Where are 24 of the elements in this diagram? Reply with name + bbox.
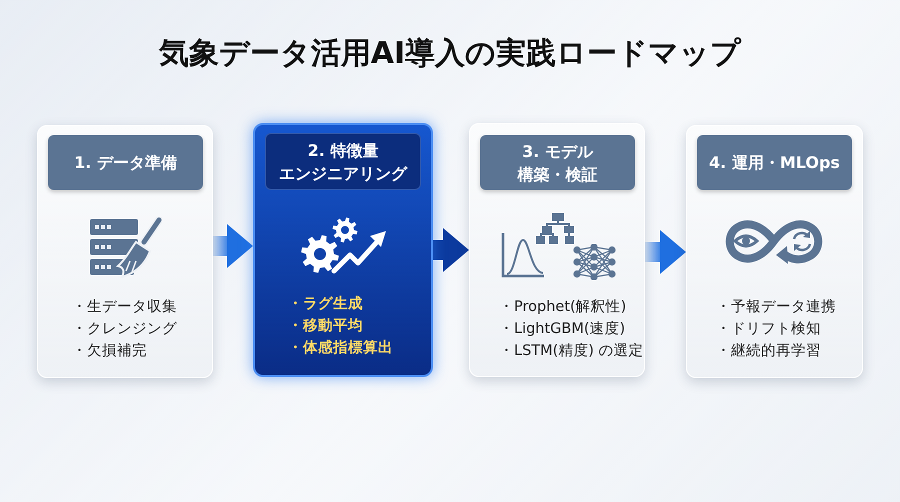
bullet-item: ・LightGBM(速度) [499, 320, 626, 339]
title: 気象データ活用AI導入の実践ロードマップ [158, 35, 742, 73]
arrow [645, 230, 686, 274]
bullet-item: ・クレンジング [72, 320, 177, 339]
bullet-item: ・生データ収集 [72, 298, 177, 317]
step-card [686, 125, 863, 378]
arrow [213, 224, 253, 268]
bullet-item: ・Prophet(解釈性) [499, 298, 626, 317]
bullet-item: ・欠損補完 [72, 342, 147, 361]
arrow [433, 228, 469, 272]
bullet-item: ・予報データ連携 [716, 298, 836, 317]
step-card [253, 123, 433, 377]
step-header: 4. 運用・MLOps [697, 135, 852, 190]
step-card [469, 123, 645, 377]
step-header: 1. データ準備 [48, 135, 203, 190]
step-header: 2. 特徴量エンジニアリング [265, 133, 421, 190]
bullet-item: ・体感指標算出 [288, 338, 393, 358]
bullet-item: ・ラグ生成 [288, 294, 363, 314]
step-card [37, 125, 213, 378]
bullet-item: ・移動平均 [288, 317, 363, 336]
step-header: 3. モデル構築・検証 [480, 135, 635, 190]
bullet-item: ・ドリフト検知 [716, 320, 821, 339]
bullet-item: ・継続的再学習 [716, 342, 821, 361]
bullet-item: ・LSTM(精度) の選定 [499, 342, 644, 361]
